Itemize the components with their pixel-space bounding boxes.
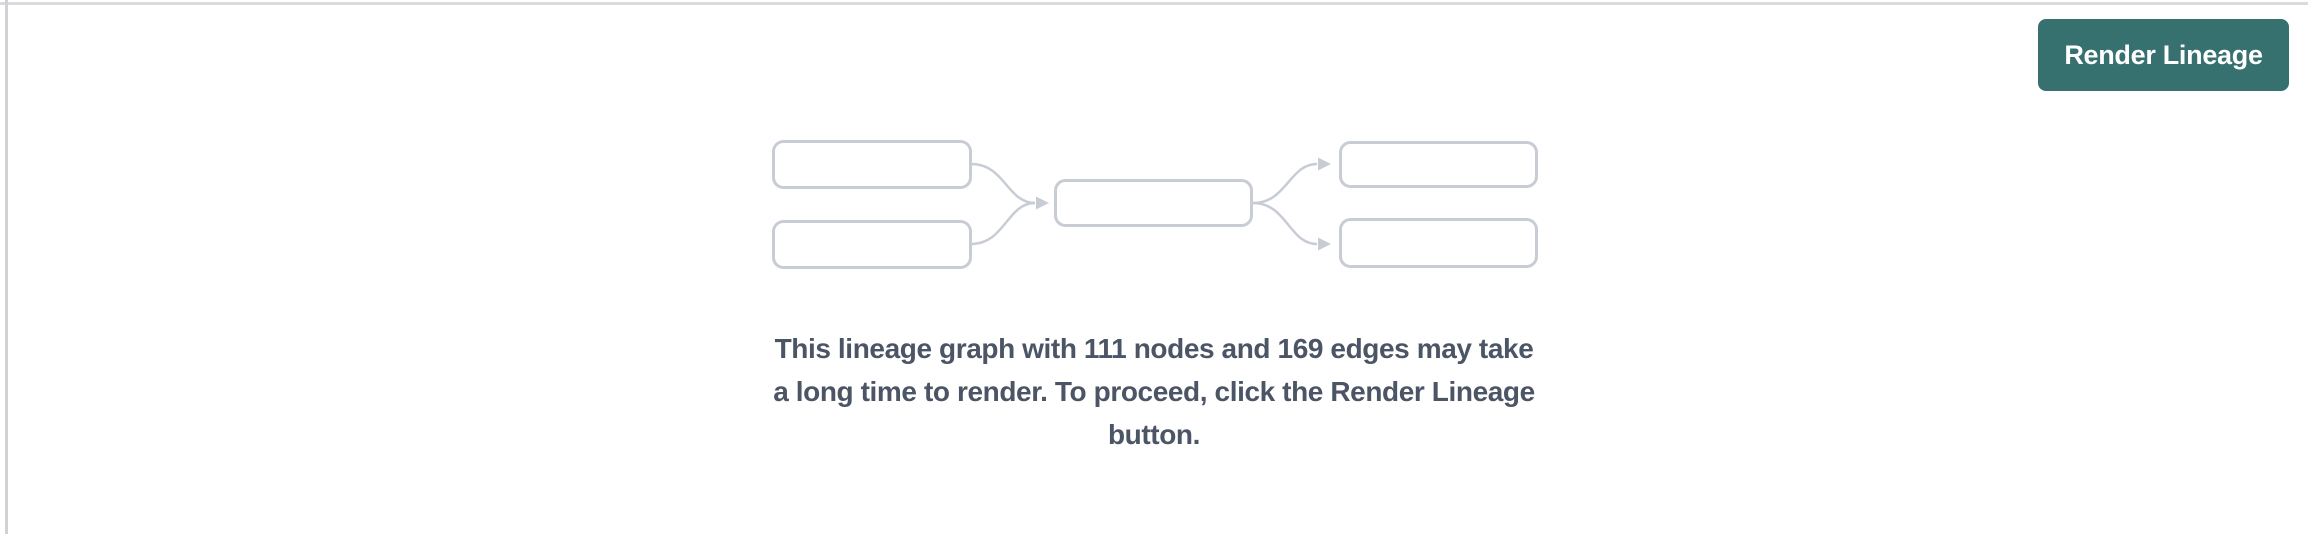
lineage-edge	[970, 201, 1036, 246]
lineage-warning-message: This lineage graph with 111 nodes and 16…	[0, 327, 2308, 456]
arrowhead-icon	[1036, 196, 1049, 210]
lineage-warning-line: This lineage graph with 111 nodes and 16…	[774, 333, 1534, 364]
lineage-placeholder-svg	[772, 140, 1538, 269]
panel-top-border	[0, 2, 2308, 5]
lineage-node	[772, 220, 972, 269]
lineage-edge	[1252, 162, 1318, 205]
lineage-edge	[970, 162, 1036, 205]
lineage-warning-line: a long time to render. To proceed, click…	[773, 376, 1535, 407]
render-lineage-button[interactable]: Render Lineage	[2038, 19, 2289, 91]
arrowhead-icon	[1318, 237, 1331, 251]
lineage-edge	[1252, 201, 1318, 246]
lineage-warning-line: button.	[1107, 419, 1201, 450]
arrowhead-icon	[1318, 157, 1331, 171]
lineage-node	[1339, 218, 1538, 268]
lineage-node	[1054, 179, 1253, 227]
lineage-node	[1339, 141, 1538, 188]
lineage-placeholder-graphic	[769, 133, 1539, 273]
lineage-node	[772, 140, 972, 189]
panel-left-border	[5, 0, 8, 534]
